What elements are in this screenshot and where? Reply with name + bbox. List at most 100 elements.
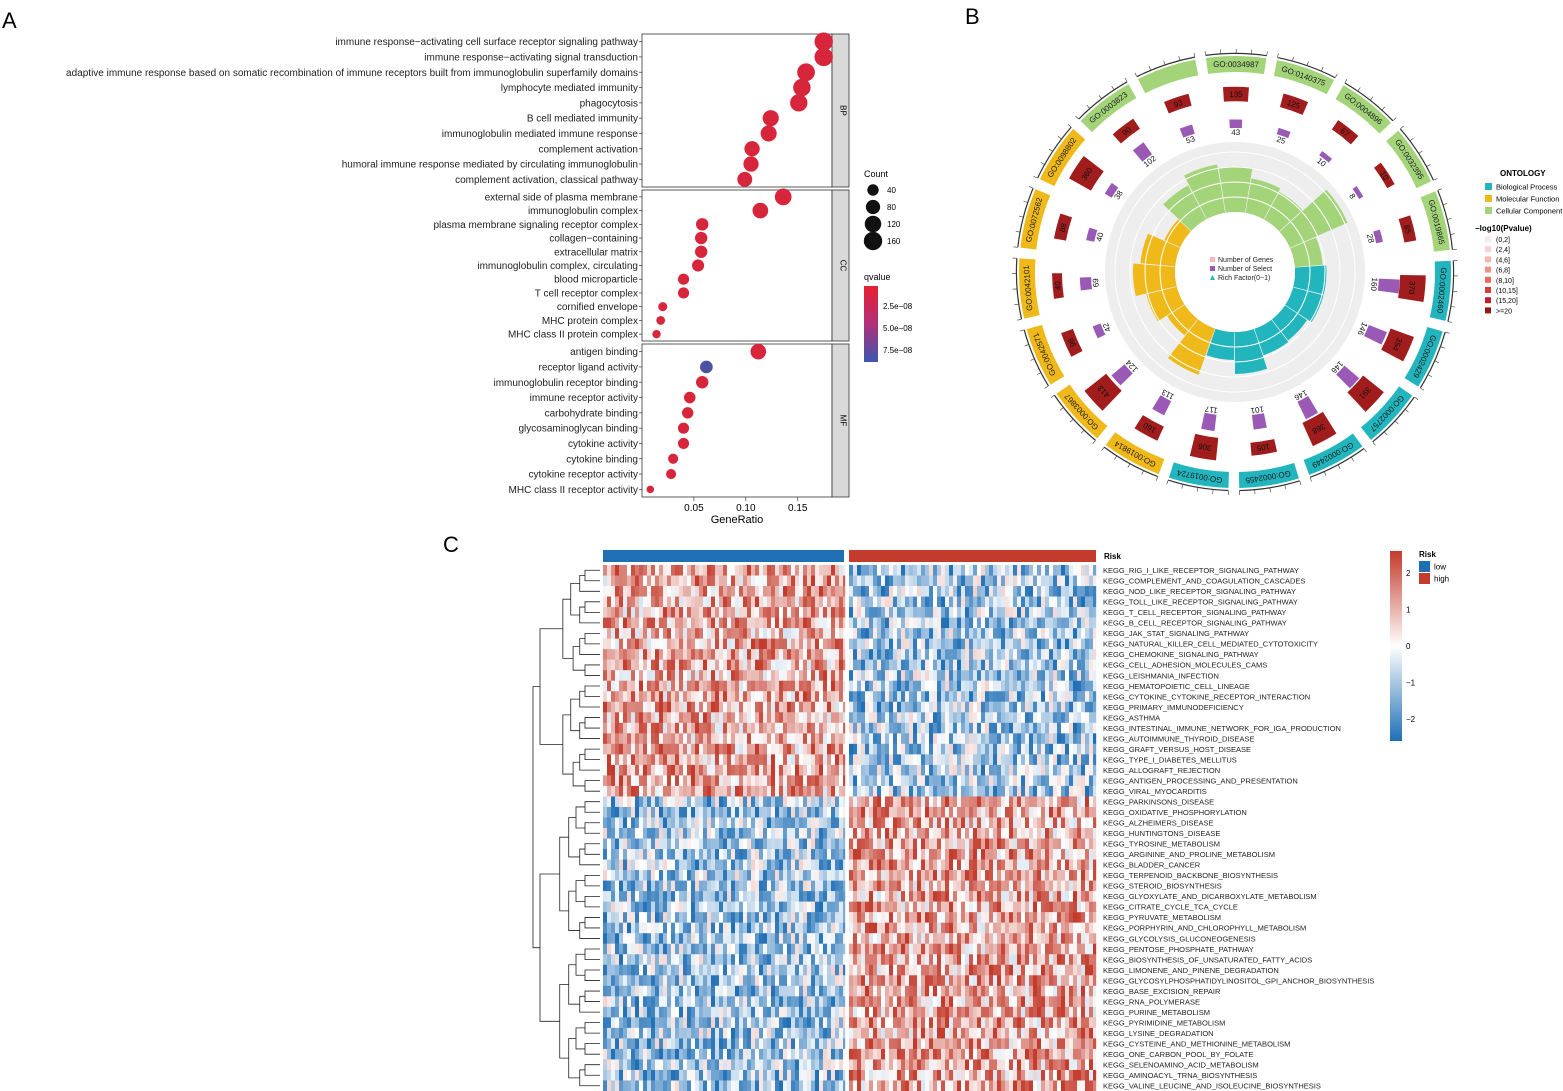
heatmap-cell (909, 943, 914, 955)
heatmap-cell (679, 796, 684, 808)
heatmap-cell (1025, 680, 1030, 692)
heatmap-cell (881, 743, 886, 755)
heatmap-cell (703, 775, 708, 787)
heatmap-cell (667, 943, 672, 955)
heatmap-cell (651, 817, 656, 829)
heatmap-cell (831, 933, 836, 944)
heatmap-cell (623, 859, 628, 871)
heatmap-cell (1017, 933, 1022, 944)
select-bar-label: 8 (1347, 192, 1357, 201)
heatmap-cell (1069, 859, 1074, 871)
heatmap-cell (937, 565, 942, 576)
heatmap-cell (767, 933, 772, 944)
heatmap-cell (905, 691, 910, 702)
heatmap-cell (1017, 638, 1022, 650)
heatmap-cell (945, 754, 950, 766)
heatmap-cell (885, 733, 890, 745)
heatmap-cell (679, 586, 684, 597)
heatmap-cell (849, 785, 854, 797)
heatmap-cell (1025, 912, 1030, 923)
heatmap-cell (989, 828, 994, 839)
heatmap-cell (925, 659, 930, 671)
heatmap-cell (905, 596, 910, 608)
outer-axis-ring (1136, 56, 1195, 78)
heatmap-cell (783, 849, 788, 860)
panel-label-a: A (2, 8, 17, 33)
heatmap-cell (815, 775, 820, 787)
heatmap-cell (1009, 817, 1014, 829)
heatmap-cell (945, 691, 950, 702)
heatmap-cell (807, 912, 812, 923)
heatmap-cell (623, 691, 628, 702)
heatmap-cell (953, 565, 958, 576)
heatmap-cell (695, 764, 700, 776)
heatmap-cell (1053, 796, 1058, 808)
heatmap-cell (881, 617, 886, 629)
heatmap-cell (759, 743, 764, 755)
heatmap-cell (843, 838, 846, 850)
heatmap-cell (735, 596, 740, 608)
heatmap-cell (631, 649, 636, 660)
heatmap-cell (643, 859, 648, 871)
heatmap-cell (1033, 891, 1038, 902)
heatmap-cell (647, 722, 652, 734)
term-label: receptor ligand activity (539, 362, 639, 373)
heatmap-cell (973, 596, 978, 608)
heatmap-cell (767, 743, 772, 755)
heatmap-cell (683, 806, 688, 818)
heatmap-cell (671, 880, 676, 892)
heatmap-cell (715, 565, 720, 576)
heatmap-cell (1005, 691, 1010, 702)
heatmap-cell (881, 817, 886, 829)
heatmap-cell (941, 607, 946, 618)
heatmap-cell (603, 901, 608, 913)
heatmap-cell (893, 712, 898, 723)
heatmap-cell (941, 638, 946, 650)
heatmap-cell (1077, 806, 1082, 818)
heatmap-cell (1093, 754, 1097, 766)
heatmap-cell (763, 596, 768, 608)
heatmap-cell (945, 712, 950, 723)
heatmap-cell (747, 880, 752, 892)
heatmap-cell (917, 912, 922, 923)
heatmap-cell (811, 733, 816, 745)
heatmap-cell (607, 743, 612, 755)
heatmap-cell (1009, 607, 1014, 618)
heatmap-cell (647, 817, 652, 829)
heatmap-cell (865, 617, 870, 629)
heatmap-cell (857, 764, 862, 776)
heatmap-cell (993, 922, 998, 934)
heatmap-cell (699, 859, 704, 871)
heatmap-cell (703, 943, 708, 955)
heatmap-cell (865, 733, 870, 745)
heatmap-cell (723, 828, 728, 839)
term-dot (694, 231, 708, 245)
heatmap-cell (893, 933, 898, 944)
heatmap-cell (1033, 828, 1038, 839)
heatmap-cell (865, 575, 870, 587)
heatmap-cell (1057, 912, 1062, 923)
heatmap-cell (909, 828, 914, 839)
heatmap-cell (993, 701, 998, 713)
heatmap-cell (925, 743, 930, 755)
heatmap-cell (925, 680, 930, 692)
heatmap-cell (811, 670, 816, 681)
heatmap-cell (1021, 649, 1026, 660)
heatmap-cell (659, 733, 664, 745)
heatmap-cell (885, 722, 890, 734)
heatmap-cell (695, 565, 700, 576)
heatmap-cell (917, 680, 922, 692)
heatmap-cell (759, 754, 764, 766)
heatmap-cell (667, 870, 672, 881)
heatmap-cell (663, 849, 668, 860)
heatmap-cell (791, 838, 796, 850)
heatmap-row-label: KEGG_NOD_LIKE_RECEPTOR_SIGNALING_PATHWAY (1103, 587, 1296, 596)
heatmap-cell (897, 607, 902, 618)
heatmap-cell (1085, 586, 1090, 597)
heatmap-cell (803, 722, 808, 734)
heatmap-cell (647, 806, 652, 818)
heatmap-cell (1001, 912, 1006, 923)
heatmap-cell (1049, 586, 1054, 597)
heatmap-cell (699, 670, 704, 681)
heatmap-cell (679, 733, 684, 745)
